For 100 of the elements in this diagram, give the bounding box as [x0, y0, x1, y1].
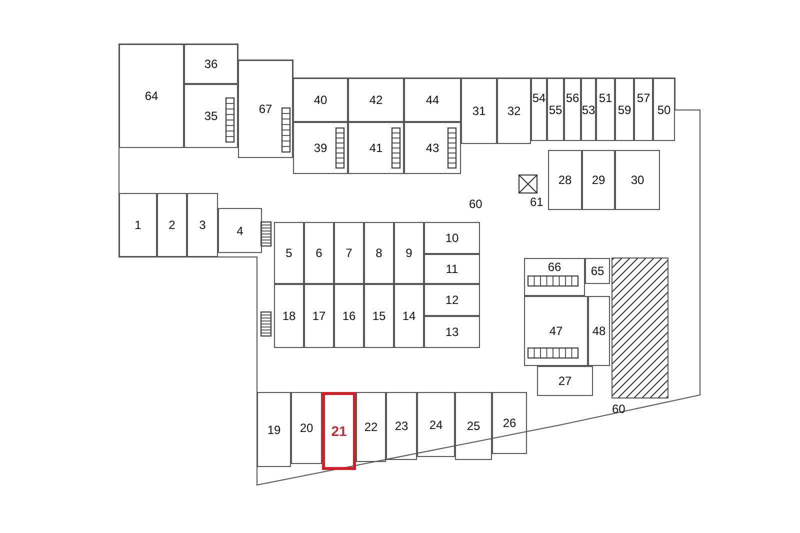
unit-box [424, 254, 480, 284]
unit-number: 50 [657, 102, 671, 116]
unit-box [634, 78, 653, 141]
area-label: 60 [469, 197, 482, 211]
unit-number: 24 [429, 418, 443, 432]
area-label: 61 [530, 195, 544, 209]
unit-number: 7 [346, 246, 352, 260]
unit-number: 65 [590, 264, 604, 278]
unit-box [582, 150, 615, 210]
unit-box [404, 122, 461, 174]
unit-box [531, 78, 547, 141]
unit-box [581, 78, 596, 141]
unit-number: 51 [598, 91, 612, 105]
unit-number: 9 [406, 246, 412, 260]
unit-box [394, 222, 424, 284]
unit-number: 36 [204, 57, 218, 71]
unit-number: 11 [446, 262, 458, 276]
unit-box [615, 150, 660, 210]
unit-number: 18 [282, 309, 296, 323]
unit-number: 23 [394, 419, 408, 433]
unit-box [524, 258, 585, 296]
unit-number: 10 [445, 231, 459, 245]
unit-box [653, 78, 675, 141]
unit-number: 35 [204, 109, 218, 123]
unit-number: 67 [258, 102, 272, 116]
unit-box [364, 284, 394, 348]
unit-number: 42 [369, 93, 383, 107]
unit-number: 4 [236, 224, 244, 238]
unit-number: 6 [316, 246, 322, 260]
unit-number: 59 [618, 102, 632, 116]
unit-number: 21 [331, 423, 347, 439]
unit-box [364, 222, 394, 284]
unit-box [585, 258, 610, 284]
unit-number: 39 [314, 141, 328, 155]
unit-number: 2 [168, 218, 176, 232]
unit-number: 25 [466, 419, 480, 433]
unit-number: 15 [372, 309, 386, 323]
unit-box [187, 193, 218, 257]
unit-number: 48 [592, 324, 606, 338]
unit-box [304, 222, 334, 284]
unit-number: 30 [630, 173, 644, 187]
unit-box [497, 78, 531, 144]
unit-box [348, 122, 404, 174]
unit-number: 56 [566, 91, 580, 105]
unit-number: 13 [445, 325, 459, 339]
unit-box [386, 392, 417, 460]
unit-number: 12 [445, 293, 459, 307]
unit-number: 54 [532, 91, 546, 105]
unit-box [424, 284, 480, 316]
unit-box [615, 78, 634, 141]
unit-number: 29 [592, 173, 606, 187]
area-label: 60 [612, 402, 626, 416]
unit-number: 66 [548, 260, 562, 274]
unit-number: 44 [426, 93, 440, 107]
unit-box [274, 284, 304, 348]
unit-box [238, 60, 293, 158]
unit-box [394, 284, 424, 348]
unit-number: 14 [402, 309, 416, 323]
unit-number: 31 [472, 104, 486, 118]
unit-box [157, 193, 187, 257]
unit-box [547, 78, 564, 141]
unit-box [596, 78, 615, 141]
unit-number: 26 [502, 416, 516, 430]
unit-box [524, 296, 588, 366]
unit-number: 16 [342, 309, 356, 323]
unit-box [322, 392, 356, 470]
unit-number: 40 [314, 93, 328, 107]
unit-box [274, 222, 304, 284]
unit-box [564, 78, 581, 141]
unit-number: 57 [636, 91, 650, 105]
unit-number: 27 [558, 374, 572, 388]
unit-box [304, 284, 334, 348]
unit-box [184, 84, 238, 148]
unit-box [334, 222, 364, 284]
unit-number: 22 [364, 420, 378, 434]
unit-box [537, 366, 593, 396]
unit-box [356, 392, 386, 462]
unit-box [424, 316, 480, 348]
unit-number: 32 [507, 104, 521, 118]
unit-box [548, 150, 582, 210]
unit-box [424, 222, 480, 254]
unit-number: 43 [426, 141, 440, 155]
unit-box [417, 392, 455, 457]
unit-box [119, 44, 184, 148]
unit-number: 64 [144, 89, 158, 103]
unit-box [257, 392, 291, 467]
unit-box [588, 296, 610, 366]
unit-number: 28 [558, 173, 572, 187]
unit-number: 20 [300, 421, 314, 435]
unit-number: 41 [369, 141, 383, 155]
unit-box [334, 284, 364, 348]
unit-box [291, 392, 322, 464]
unit-box [461, 78, 497, 144]
unit-box [492, 392, 527, 454]
unit-number: 17 [312, 309, 326, 323]
unit-box [455, 392, 492, 460]
unit-number: 19 [267, 422, 281, 436]
unit-number: 55 [548, 102, 562, 116]
unit-box [119, 193, 157, 257]
unit-number: 53 [582, 102, 596, 116]
